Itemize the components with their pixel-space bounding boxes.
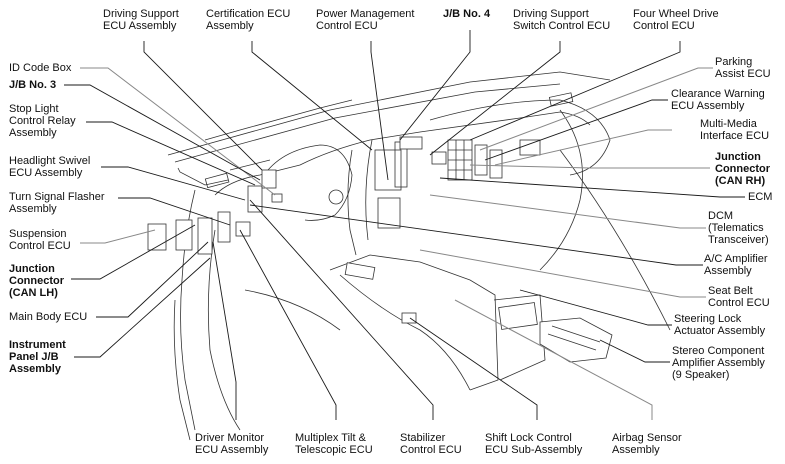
label-headlight-swivel-ecu: Headlight Swivel ECU Assembly xyxy=(9,155,91,179)
label-junction-connector-lh: Junction Connector (CAN LH) xyxy=(9,263,64,299)
label-instrument-panel-jb: Instrument Panel J/B Assembly xyxy=(9,339,66,375)
label-ecm: ECM xyxy=(748,191,773,203)
label-seat-belt-ecu: Seat Belt Control ECU xyxy=(708,285,770,309)
label-certification-ecu: Certification ECU Assembly xyxy=(206,8,291,32)
label-steering-lock-actuator: Steering Lock Actuator Assembly xyxy=(674,313,766,337)
label-ac-amplifier: A/C Amplifier Assembly xyxy=(704,253,768,277)
label-clearance-warning-ecu: Clearance Warning ECU Assembly xyxy=(671,88,765,112)
label-stabilizer-ecu: Stabilizer Control ECU xyxy=(400,432,462,456)
label-jb-no-3: J/B No. 3 xyxy=(9,79,57,91)
label-parking-assist-ecu: Parking Assist ECU xyxy=(715,56,771,80)
label-multi-media-ecu: Multi-Media Interface ECU xyxy=(700,118,770,142)
label-suspension-ecu: Suspension Control ECU xyxy=(9,228,71,252)
label-driving-support-switch-ecu: Driving Support Switch Control ECU xyxy=(513,8,611,32)
label-junction-connector-rh: Junction Connector (CAN RH) xyxy=(715,151,770,187)
label-multiplex-tilt-ecu: Multiplex Tilt & Telescopic ECU xyxy=(295,432,373,456)
label-driving-support-ecu: Driving Support ECU Assembly xyxy=(103,8,179,32)
dashboard-drawing xyxy=(147,71,671,441)
label-power-management-ecu: Power Management Control ECU xyxy=(316,8,415,32)
label-stereo-amplifier: Stereo Component Amplifier Assembly (9 S… xyxy=(672,345,765,381)
label-shift-lock-ecu: Shift Lock Control ECU Sub-Assembly xyxy=(485,432,583,456)
label-stop-light-relay: Stop Light Control Relay Assembly xyxy=(9,103,76,139)
label-airbag-sensor: Airbag Sensor Assembly xyxy=(612,432,682,456)
label-driver-monitor-ecu: Driver Monitor ECU Assembly xyxy=(195,432,269,456)
label-turn-signal-flasher: Turn Signal Flasher Assembly xyxy=(9,191,105,215)
label-main-body-ecu: Main Body ECU xyxy=(9,311,88,323)
label-four-wheel-drive-ecu: Four Wheel Drive Control ECU xyxy=(633,8,719,32)
label-dcm: DCM (Telematics Transceiver) xyxy=(708,210,769,246)
label-jb-no-4: J/B No. 4 xyxy=(443,8,491,20)
label-id-code-box: ID Code Box xyxy=(9,62,72,74)
leader-lines xyxy=(64,30,745,420)
